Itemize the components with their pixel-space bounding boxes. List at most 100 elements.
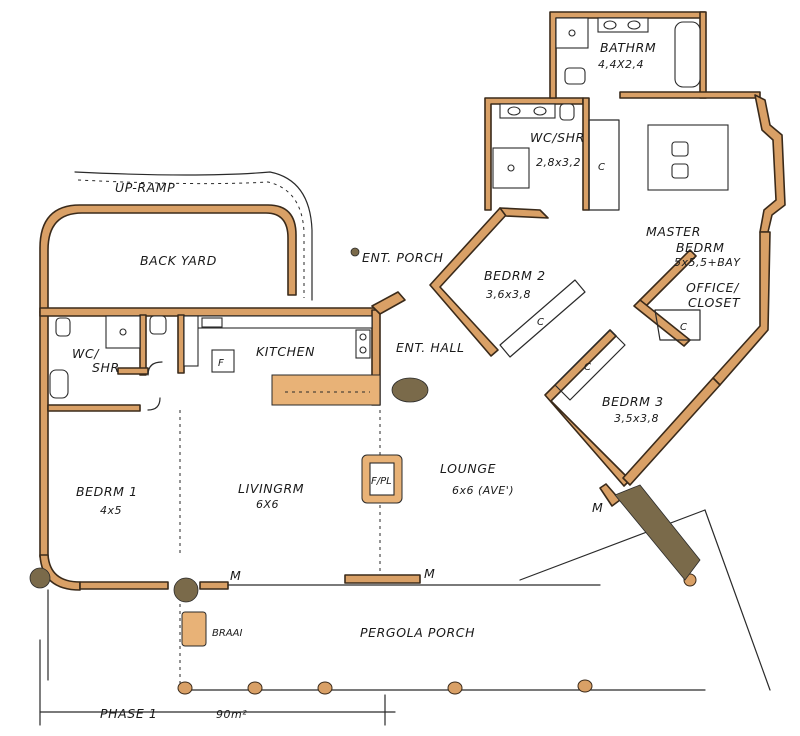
plant-bed-east (614, 484, 701, 581)
wc-shr-left-fixtures (49, 315, 167, 411)
fireplace: F/PL (361, 454, 403, 504)
master-bed (647, 124, 729, 191)
marker-m-3: M (592, 500, 603, 515)
closet-bedrm2 (499, 279, 586, 358)
master-east-bay (754, 94, 786, 233)
label-ent-hall: ENT. HALL (396, 340, 465, 355)
label-ent-porch: ENT. PORCH (362, 250, 444, 265)
closet-c-2: C (584, 362, 591, 373)
label-livingrm-dim: 6X6 (256, 498, 279, 511)
closet-office (654, 309, 701, 341)
post-2 (247, 681, 263, 695)
basin-left (49, 369, 69, 399)
braai-box (181, 611, 207, 647)
basin-wc-1 (507, 106, 521, 116)
label-bedrm1-dim: 4x5 (100, 504, 122, 517)
pergola-angled-edge (519, 509, 706, 581)
toilet-left (55, 317, 71, 337)
basin-bath-1 (603, 20, 617, 30)
sink (201, 317, 223, 328)
label-master-dim: 5x5,5+BAY (674, 256, 741, 269)
south-wall-2 (199, 581, 229, 590)
ramp-dash (77, 179, 305, 298)
label-lounge-dim: 6x6 (AVE') (452, 484, 514, 497)
label-bedrm2-dim: 3,6x3,8 (486, 288, 531, 301)
right-wing-walls (371, 11, 786, 507)
label-wc-shr-right-dim: 2,8x3,2 (536, 156, 581, 169)
plants (29, 247, 701, 647)
plant-south (173, 577, 199, 603)
pillow-1 (671, 141, 689, 157)
kitchen-west-wall (177, 314, 185, 374)
plant-ent-hall (391, 377, 429, 403)
label-wc-left-2: SHR (92, 360, 120, 375)
door-swing-wc (147, 361, 163, 376)
toilet-bath (564, 67, 586, 85)
wc-divider-wall (139, 314, 147, 376)
label-bedrm3-dim: 3,5x3,8 (614, 412, 659, 425)
marker-m-1: M (230, 568, 241, 583)
south-wall-1 (79, 581, 169, 590)
west-wall (39, 311, 49, 558)
south-wall-3 (344, 574, 421, 584)
label-up-ramp: UP-RAMP (115, 180, 175, 195)
label-master-bedrm: BEDRM (676, 240, 725, 255)
shower-drain-bath (568, 29, 576, 37)
burner-1 (359, 333, 367, 341)
bathroom-east-wall (699, 11, 707, 99)
ramp-border (74, 171, 313, 301)
post-1 (177, 681, 193, 695)
label-phase: PHASE 1 (100, 706, 157, 721)
backyard-wall (39, 204, 297, 313)
bedrm2-east-wall (499, 207, 549, 219)
fridge (211, 349, 235, 373)
master-bed-frame (647, 124, 729, 191)
label-wc-left-1: WC/ (72, 346, 100, 361)
left-wing-walls (39, 171, 421, 591)
kitchen-fixtures: F (183, 315, 373, 373)
burner-2 (359, 346, 367, 354)
ent-hall-wall (371, 291, 406, 315)
label-bedrm3: BEDRM 3 (602, 394, 664, 409)
post-3 (317, 681, 333, 695)
label-area: 90m² (216, 708, 247, 721)
label-back-yard: BACK YARD (140, 253, 217, 268)
label-office: OFFICE/ (686, 280, 740, 295)
label-livingrm: LIVINGRM (238, 481, 304, 496)
label-lounge: LOUNGE (440, 461, 496, 476)
label-pergola-porch: PERGOLA PORCH (360, 625, 475, 640)
closet-master (588, 119, 620, 211)
bedrm1-partial-wall (117, 367, 149, 375)
label-master: MASTER (646, 224, 701, 239)
bedrm1-north-wall (47, 404, 141, 412)
door-swing-bed1 (147, 397, 161, 411)
shower-drain-left (119, 328, 127, 336)
fridge-label: F (218, 358, 224, 369)
fireplace-label: F/PL (371, 476, 392, 487)
bathroom-fixtures (555, 17, 701, 88)
basin-bath-2 (627, 20, 641, 30)
closet-c-4: C (598, 162, 605, 173)
office-south-wall (633, 299, 691, 347)
closet-wall-a (582, 97, 590, 211)
master-top-wall (619, 91, 761, 99)
post-5 (577, 679, 593, 693)
north-wall-services (39, 307, 376, 317)
plant-ent-porch (350, 247, 360, 257)
room-labels: UP-RAMP BACK YARD ENT. PORCH BATHRM 4,4X… (72, 40, 741, 721)
kitchen-counter-left (183, 315, 199, 367)
label-bedrm2: BEDRM 2 (484, 268, 546, 283)
pillow-2 (671, 163, 689, 179)
dashed-lines (39, 410, 771, 726)
basin-wc-2 (533, 106, 547, 116)
label-wc-shr-right: WC/SHR (530, 130, 585, 145)
pergola-east-edge (704, 509, 771, 691)
marker-m-2: M (424, 566, 435, 581)
label-kitchen: KITCHEN (256, 344, 315, 359)
label-bathrm: BATHRM (600, 40, 656, 55)
label-bedrm1: BEDRM 1 (76, 484, 138, 499)
label-braai: BRAAI (212, 628, 242, 639)
toilet-wc-right (559, 103, 575, 121)
wc-right-fixtures (492, 103, 575, 189)
